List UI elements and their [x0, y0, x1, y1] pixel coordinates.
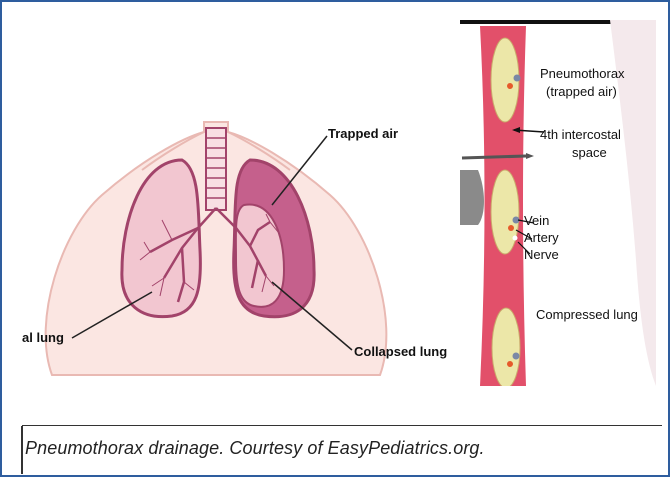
label-artery: Artery — [524, 230, 559, 245]
label-normal-lung: al lung — [22, 330, 64, 345]
caption-left-tick — [21, 426, 23, 474]
label-nerve: Nerve — [524, 247, 559, 262]
label-vein: Vein — [524, 213, 549, 228]
label-compressed-lung: Compressed lung — [536, 307, 638, 322]
figure-caption: Pneumothorax drainage. Courtesy of EasyP… — [25, 438, 485, 459]
label-space: space — [572, 145, 607, 160]
needle-hub — [460, 170, 484, 225]
label-intercostal: 4th intercostal — [540, 127, 621, 142]
caption-divider — [22, 425, 662, 426]
label-pneumothorax: Pneumothorax — [540, 66, 625, 81]
lungs-illustration: Trapped air al lung Collapsed lung — [22, 20, 466, 378]
chest-wall-illustration: Pneumothorax (trapped air) 4th intercost… — [460, 20, 656, 386]
label-collapsed-lung: Collapsed lung — [354, 344, 447, 359]
label-trapped-air-paren: (trapped air) — [546, 84, 617, 99]
label-trapped-air: Trapped air — [328, 126, 398, 141]
rib-lower — [492, 308, 520, 386]
rib-middle — [491, 170, 519, 254]
